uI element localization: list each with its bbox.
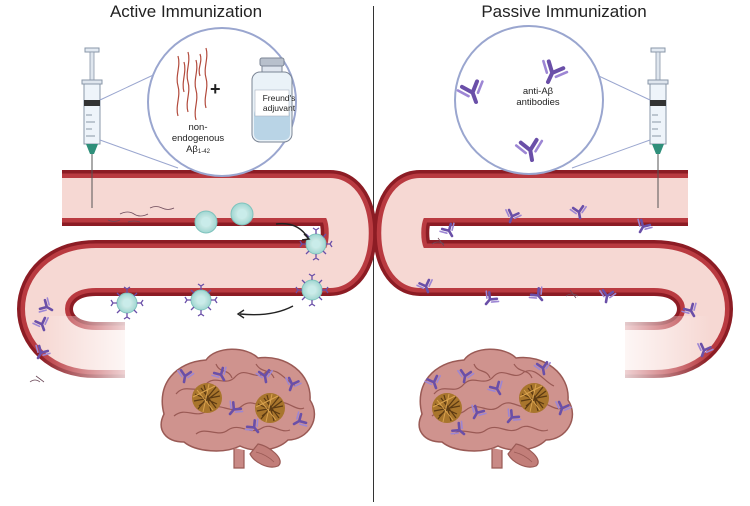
antigen-label: non- endogenous Aβ1-42	[163, 122, 233, 158]
adjuvant-vial	[251, 57, 293, 143]
immune-cell	[194, 210, 218, 234]
adjuvant-label-line2: adjuvant	[262, 103, 296, 113]
flow-arrow	[239, 305, 294, 316]
amyloid-plaque	[191, 382, 223, 414]
amyloid-beta-fibrils	[176, 47, 208, 121]
antigen-label-line1: non-	[188, 122, 208, 133]
amyloid-plaque	[431, 392, 463, 424]
passive-immunization-title: Passive Immunization	[481, 2, 647, 21]
antibody-label-line1: anti-Aβ	[522, 86, 554, 97]
left-zoom-circle	[147, 27, 297, 177]
antigen-label-line3: Aβ1-42	[186, 144, 210, 155]
left-gut	[17, 170, 377, 386]
right-zoom-circle	[454, 25, 604, 175]
antigen-label-line2: endogenous	[171, 133, 225, 144]
adjuvant-label: Freund's adjuvant	[253, 93, 305, 113]
antigen-label-subscript: 1-42	[197, 149, 210, 155]
amyloid-plaque	[518, 382, 550, 414]
right-gut	[373, 170, 733, 386]
antibody-label-line2: antibodies	[516, 97, 560, 108]
amyloid-plaque	[254, 392, 286, 424]
antibody-label: anti-Aβ antibodies	[498, 86, 578, 108]
left-brain	[160, 348, 316, 469]
right-gut-contents	[415, 204, 715, 361]
adjuvant-label-line1: Freund's	[262, 93, 296, 103]
plus-sign: +	[210, 79, 221, 99]
right-brain	[418, 348, 574, 469]
left-gut-contents	[29, 202, 333, 383]
right-syringe	[571, 47, 669, 208]
active-immunization-title: Active Immunization	[109, 2, 263, 21]
immune-cell	[230, 202, 254, 226]
